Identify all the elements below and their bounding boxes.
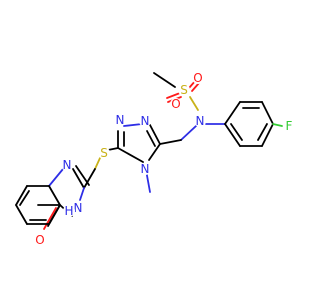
atom-label: N (141, 162, 150, 176)
atom-n-sulf: N (194, 114, 206, 128)
atom-label: O (35, 233, 44, 247)
atom-label-background (194, 115, 206, 127)
bond (48, 185, 61, 206)
atom-label-background (178, 84, 190, 96)
bond (94, 157, 101, 170)
bond (15, 185, 28, 206)
bond (166, 92, 181, 99)
atom-label-background (139, 115, 151, 127)
atom-label-background (61, 159, 73, 171)
bond (15, 204, 28, 225)
bond (159, 139, 182, 145)
bond (123, 123, 143, 127)
atom-label: O (193, 71, 202, 85)
atom-s1: S (178, 83, 190, 97)
bond (257, 123, 268, 141)
atom-n-tri2: N (114, 113, 126, 127)
atom-s-thio: S (98, 146, 110, 160)
atom-label: N (141, 114, 150, 128)
bond (83, 168, 96, 189)
bond (149, 124, 161, 145)
atom-label: N (63, 158, 72, 172)
atom-label: N (196, 114, 205, 128)
atom-label: F (286, 119, 293, 133)
atom-label: S (100, 146, 108, 160)
bond (272, 123, 283, 127)
bond (72, 168, 85, 189)
bond (180, 125, 197, 141)
bond (230, 123, 243, 141)
atom-label-background (63, 205, 75, 217)
atom-label-background (283, 120, 295, 132)
atom-h-q3: H (63, 204, 75, 218)
bond (19, 190, 30, 206)
bond (146, 130, 156, 147)
bond (117, 147, 144, 163)
bond (79, 187, 85, 201)
bond (75, 165, 90, 186)
bond (148, 143, 161, 161)
atom-o-q: O (34, 233, 46, 247)
atom-o1: O (170, 97, 182, 111)
atom-label-background (114, 114, 126, 126)
atom-label: S (180, 83, 188, 97)
atom-label-background (98, 147, 110, 159)
atom-n-tri1: N (139, 114, 151, 128)
atom-f: F (283, 119, 295, 133)
atom-n-tri4: N (139, 162, 151, 176)
bond-layer (15, 72, 283, 230)
bond (224, 101, 241, 125)
bond (191, 82, 200, 92)
bond (48, 204, 61, 225)
bond (48, 168, 64, 187)
bond (224, 123, 241, 147)
atom-o2: O (192, 71, 204, 85)
atom-label-background (170, 98, 182, 110)
atom-label-background (34, 234, 46, 246)
bond (107, 147, 119, 151)
bond (153, 72, 176, 88)
atom-label-background (192, 72, 204, 84)
atom-label: O (171, 97, 180, 111)
atom-label: H (64, 204, 73, 218)
bond (261, 101, 274, 125)
atom-label: N (116, 113, 125, 127)
atom-n-q1: N (61, 158, 73, 172)
bond (189, 96, 199, 111)
bond (261, 123, 274, 147)
atom-label: N (74, 201, 83, 215)
bond (43, 207, 57, 230)
atom-label-background (139, 163, 151, 175)
